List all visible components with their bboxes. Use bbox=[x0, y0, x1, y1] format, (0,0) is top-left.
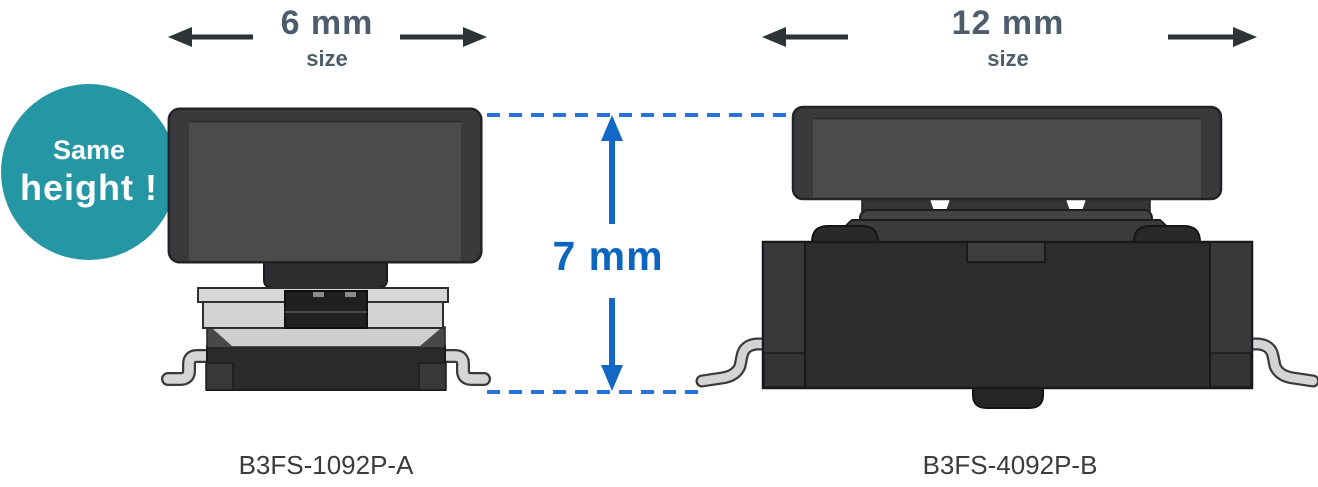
width-arrow-left-icon bbox=[762, 27, 848, 47]
right-switch-cap bbox=[791, 105, 1223, 201]
badge-line1: Same bbox=[52, 134, 126, 165]
same-height-badge: Same height ! bbox=[1, 84, 177, 260]
right-switch-bottom-pin bbox=[972, 387, 1044, 409]
left-switch-illustration bbox=[161, 107, 491, 391]
model-label-left: B3FS-1092P-A bbox=[238, 450, 414, 480]
right-switch-illustration bbox=[695, 105, 1318, 409]
left-width-dimension bbox=[168, 27, 487, 47]
height-dimension-arrow-icon bbox=[601, 115, 623, 391]
right-switch-stem bbox=[810, 197, 1202, 243]
width-dimension-left-label: 6 mm bbox=[280, 4, 374, 42]
width-dimension-left-sublabel: size bbox=[306, 46, 348, 71]
right-switch-leg-right-icon bbox=[1242, 337, 1318, 388]
height-dimension-label: 7 mm bbox=[552, 233, 664, 279]
right-width-dimension bbox=[762, 27, 1257, 47]
left-switch-leg-left-icon bbox=[161, 349, 219, 386]
width-dimension-right-sublabel: size bbox=[987, 46, 1029, 71]
left-switch-base bbox=[197, 287, 449, 391]
right-switch-leg-left-icon bbox=[695, 337, 773, 388]
width-arrow-right-icon bbox=[400, 27, 487, 47]
model-label-right: B3FS-4092P-B bbox=[922, 450, 1098, 480]
left-switch-cap bbox=[167, 107, 483, 264]
width-dimension-right-label: 12 mm bbox=[951, 4, 1065, 42]
badge-line2: height ! bbox=[20, 166, 158, 208]
left-switch-leg-right-icon bbox=[433, 349, 491, 386]
right-switch-body bbox=[761, 240, 1254, 390]
width-arrow-right-icon bbox=[1168, 27, 1257, 47]
width-arrow-left-icon bbox=[168, 27, 253, 47]
